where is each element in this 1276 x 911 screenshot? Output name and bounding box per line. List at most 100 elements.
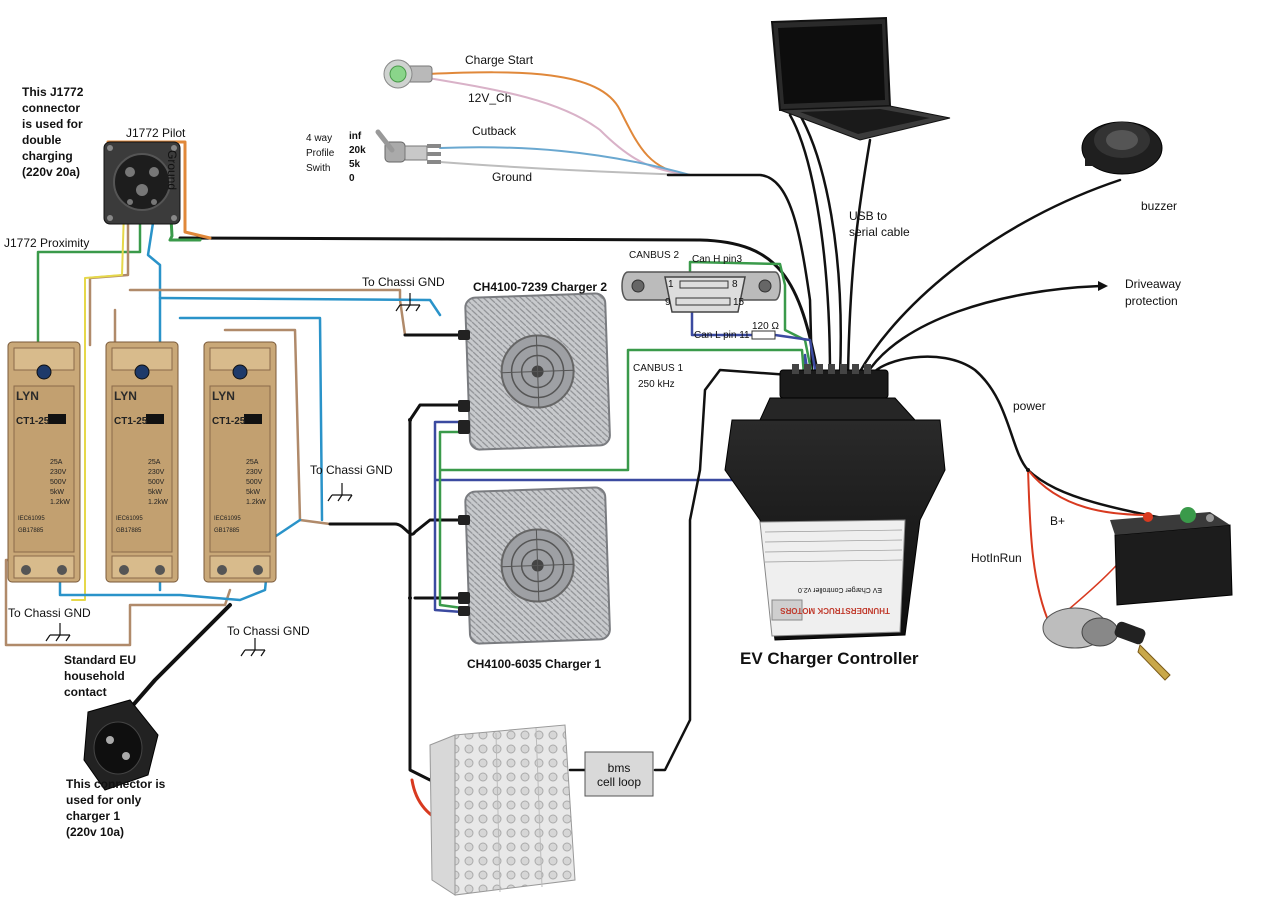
eu-plug-icon <box>83 699 159 791</box>
label-profile-line1: 4 way <box>306 133 332 144</box>
contactor-spec-volts: 230V <box>246 469 263 476</box>
contactor-spec-amps: 25A <box>246 459 259 466</box>
label-12v-ch: 12V_Ch <box>468 91 511 105</box>
contactor-spec-power2: 1.2kW <box>50 499 70 506</box>
label-hotinrun: HotInRun <box>971 551 1022 565</box>
wires <box>4 71 1227 857</box>
eu-plug-note-line2: household <box>64 669 125 683</box>
contactor-spec-amps: 25A <box>50 459 63 466</box>
wire-cutback <box>439 146 691 176</box>
j1772-note-line3: is used for <box>22 117 83 131</box>
label-can-l: Can L pin 11 <box>694 330 750 341</box>
contactor-spec-volts: 230V <box>148 469 165 476</box>
bms-box <box>584 751 654 797</box>
wire-j1772-blue <box>146 208 162 347</box>
wire-eu-plug <box>118 603 232 722</box>
db15-pin-9: 9 <box>665 297 671 308</box>
junction-dots <box>408 418 1030 600</box>
ground-symbol-icon <box>45 623 71 642</box>
wire-usb2 <box>798 113 843 377</box>
label-driveaway-line2: protection <box>1125 294 1178 308</box>
wire-switch-bundle <box>666 173 814 377</box>
wire-charge-start <box>427 71 691 176</box>
db15-pin-1: 1 <box>668 279 674 290</box>
wire-hotinrun <box>1027 469 1051 626</box>
contactor-2: LYNCT1-2525A230V500V5kW1.2kWIEC61095GB17… <box>105 341 179 583</box>
label-charger1: CH4100-6035 Charger 1 <box>467 657 601 671</box>
eu-connector-note-line1: This connector is <box>66 777 166 791</box>
contactor-spec-power: 5kW <box>246 489 260 496</box>
profile-switch-icon <box>375 129 441 164</box>
driveaway-arrow-icon <box>1098 281 1108 291</box>
contactor-spec-amps: 25A <box>148 459 161 466</box>
j1772-note-line2: connector <box>22 101 80 115</box>
wire-buzzer <box>856 178 1122 377</box>
contactor-spec-power: 5kW <box>50 489 64 496</box>
label-usb-line2: serial cable <box>849 225 910 239</box>
label-canbus1-speed: 250 kHz <box>638 379 675 390</box>
contactor-standard-iec: IEC61095 <box>116 516 143 522</box>
label-profile-line2: Profile <box>306 148 335 159</box>
contactors: LYN CT1-25 25A 230V 500V 5kW 1.2kW IEC61095GB17… <box>7 341 277 583</box>
eu-connector-note-line2: used for only <box>66 793 142 807</box>
label-usb-line1: USB to <box>849 209 887 223</box>
j1772-note-line6: (220v 20a) <box>22 165 80 179</box>
contactor-spec-power2: 1.2kW <box>148 499 168 506</box>
ignition-key-icon <box>1042 607 1171 681</box>
charger-connector-plugs <box>458 330 470 616</box>
contactor-standard-gb: GB17885 <box>116 528 142 534</box>
wire-bus-blue <box>158 296 442 317</box>
contactor-spec-insulation: 500V <box>50 479 67 486</box>
ground-symbol-icon <box>395 293 421 312</box>
eu-plug-note-line3: contact <box>64 685 107 699</box>
wire-canbus2-navy <box>690 308 818 377</box>
j1772-note-line5: charging <box>22 149 73 163</box>
ground-symbol-icon <box>327 483 353 502</box>
contactor-model: CT1-25 <box>212 416 246 427</box>
label-can-h: Can H pin3 <box>692 254 742 265</box>
ev-charger-controller-icon: EV Charger Controller v2.0 THUNDERSTRUCK… <box>724 364 946 641</box>
wire-ac-to-chargers <box>328 518 467 536</box>
battery-pack-icon <box>429 724 576 896</box>
contactor-model: CT1-25 <box>16 416 50 427</box>
buzzer-icon <box>1081 121 1163 175</box>
eu-connector-note-line3: charger 1 <box>66 809 120 823</box>
label-chassi-gnd-3: To Chassi GND <box>8 606 91 620</box>
wire-bottom-tan <box>4 558 232 647</box>
j1772-note-line1: This J1772 <box>22 85 84 99</box>
wire-ground-switch <box>439 161 691 176</box>
contactor-standard-iec: IEC61095 <box>18 516 45 522</box>
contactor-spec-volts: 230V <box>50 469 67 476</box>
contactor-1: LYNCT1-2525A230V500V5kW1.2kWIEC61095GB17… <box>7 341 81 583</box>
wire-usb1 <box>788 113 832 377</box>
wire-canbus1-green <box>438 348 806 610</box>
label-b-plus: B+ <box>1050 514 1065 528</box>
contactor-brand: LYN <box>212 389 235 403</box>
charger2-heatsink-icon <box>464 292 611 451</box>
label-j1772-pilot: J1772 Pilot <box>126 126 186 140</box>
contactor-standard-gb: GB17885 <box>214 528 240 534</box>
label-profile-inf: inf <box>349 131 362 142</box>
contactor-spec-insulation: 500V <box>246 479 263 486</box>
db15-pin-15: 15 <box>733 297 745 308</box>
ground-symbols <box>45 293 421 657</box>
label-profile-5k: 5k <box>349 159 361 170</box>
wire-j1772-yellow <box>71 209 125 601</box>
wire-c2-tan <box>223 328 332 526</box>
label-profile-20k: 20k <box>349 145 366 156</box>
label-power: power <box>1013 399 1046 413</box>
j1772-note-line4: double <box>22 133 62 147</box>
label-j1772-proximity: J1772 Proximity <box>4 236 89 250</box>
db15-connector-icon: 1 8 9 15 <box>621 271 781 313</box>
ground-symbol-icon <box>240 638 266 657</box>
eu-connector-note-line4: (220v 10a) <box>66 825 124 839</box>
db15-pin-8: 8 <box>732 279 738 290</box>
car-battery-icon <box>1110 507 1233 606</box>
label-chassi-gnd-2: To Chassi GND <box>310 463 393 477</box>
wire-proximity <box>36 210 142 347</box>
label-bms-line2: cell loop <box>597 775 641 789</box>
contactor-spec-insulation: 500V <box>148 479 165 486</box>
contactor-3: LYNCT1-2525A230V500V5kW1.2kWIEC61095GB17… <box>203 341 277 583</box>
label-ground: Ground <box>492 170 532 184</box>
